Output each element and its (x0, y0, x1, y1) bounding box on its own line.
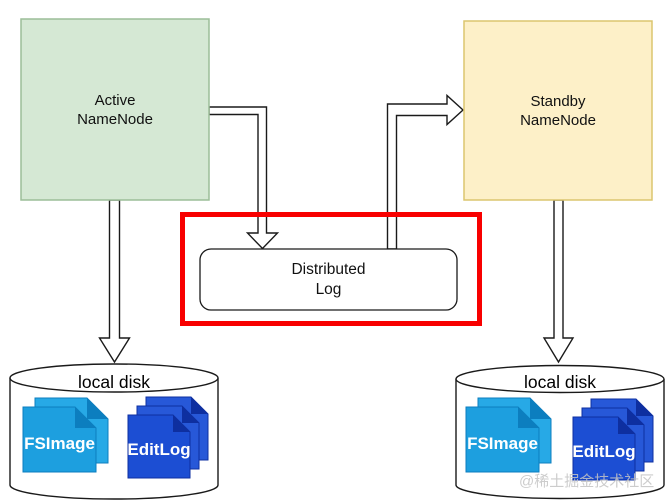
local-disk-right-label: local disk (524, 372, 596, 392)
arrow-active-to-localdisk (98, 199, 131, 364)
arrow-active-to-log (208, 106, 280, 250)
fsimage-right-label: FSImage (467, 434, 538, 453)
fsimage-left-doc-stack-icon (22, 397, 109, 473)
standby-namenode-label: Standby NameNode (520, 92, 596, 129)
fsimage-right-doc-stack-icon (465, 397, 552, 473)
watermark-text: @稀土掘金技术社区 (519, 473, 654, 490)
fsimage-left-label: FSImage (24, 434, 95, 453)
editlog-right-doc-stack-icon (572, 398, 654, 481)
editlog-left-label: EditLog (127, 440, 190, 459)
editlog-left-doc-stack-icon (127, 396, 209, 479)
active-namenode-label: Active NameNode (77, 91, 153, 128)
arrow-standby-to-localdisk (542, 199, 575, 364)
highlight-frame (180, 212, 482, 326)
distributed-log-label: Distributed Log (291, 260, 366, 298)
editlog-right-label: EditLog (572, 442, 635, 461)
standby-namenode-box (463, 20, 653, 201)
local-disk-left-label: local disk (78, 372, 150, 392)
arrow-log-to-standby (386, 93, 465, 250)
distributed-log-box (199, 248, 458, 311)
active-namenode-box (20, 18, 210, 201)
